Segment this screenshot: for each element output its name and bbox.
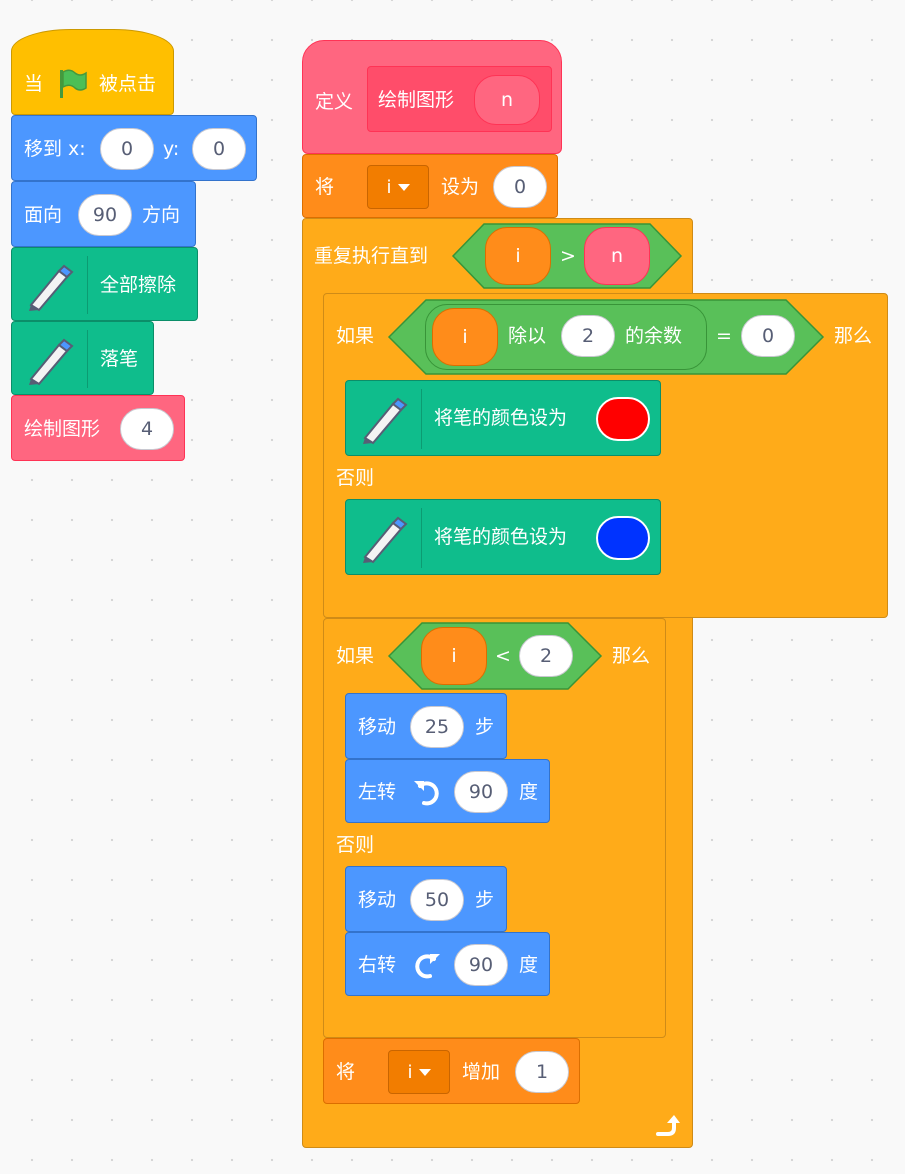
set-label: 将 bbox=[315, 176, 335, 198]
change-value-input[interactable]: 1 bbox=[515, 1051, 569, 1093]
turn-right-block[interactable]: 右转 90 度 bbox=[345, 932, 550, 996]
shape-arg-input[interactable]: 4 bbox=[120, 408, 174, 450]
y-label: y: bbox=[163, 138, 180, 160]
direction-input[interactable]: 90 bbox=[78, 194, 132, 236]
define-label: 定义 bbox=[315, 91, 354, 113]
degrees-label: 度 bbox=[519, 781, 539, 803]
move-label: 移动 bbox=[358, 889, 397, 911]
steps-label: 步 bbox=[475, 889, 495, 911]
steps-input[interactable]: 25 bbox=[410, 706, 464, 748]
turn-left-label: 左转 bbox=[358, 781, 397, 803]
green-flag-icon bbox=[60, 69, 87, 98]
go-to-xy-block[interactable]: 移到 x: 0 y: 0 bbox=[11, 115, 257, 181]
turn-right-label: 右转 bbox=[358, 954, 397, 976]
if-label: 如果 bbox=[336, 645, 375, 667]
then-label: 那么 bbox=[834, 325, 873, 347]
repeat-until-label: 重复执行直到 bbox=[314, 245, 429, 267]
degrees-input[interactable]: 90 bbox=[454, 944, 508, 986]
erase-all-label: 全部擦除 bbox=[100, 274, 177, 296]
pen-icon bbox=[363, 516, 408, 564]
change-by-label: 增加 bbox=[462, 1061, 501, 1083]
variable-dropdown[interactable]: i bbox=[367, 165, 429, 209]
greater-than-symbol: > bbox=[560, 245, 576, 267]
param-n-reporter[interactable]: n bbox=[584, 227, 650, 285]
move-steps-block[interactable]: 移动 50 步 bbox=[345, 866, 507, 932]
y-input[interactable]: 0 bbox=[192, 128, 246, 170]
set-pen-color-label: 将笔的颜色设为 bbox=[434, 526, 568, 548]
goto-label: 移到 x: bbox=[24, 138, 86, 160]
less-than-rhs-input[interactable]: 2 bbox=[519, 635, 573, 677]
var-i-reporter[interactable]: i bbox=[421, 627, 487, 685]
change-label: 将 bbox=[336, 1061, 356, 1083]
dropdown-caret-icon bbox=[397, 183, 410, 191]
pen-divider bbox=[87, 330, 88, 388]
call-draw-shape-block[interactable]: 绘制图形 4 bbox=[11, 395, 185, 461]
divisor-input[interactable]: 2 bbox=[561, 315, 615, 357]
equals-symbol: = bbox=[716, 325, 732, 347]
pen-divider bbox=[87, 256, 88, 314]
variable-name: i bbox=[386, 176, 392, 198]
variable-dropdown[interactable]: i bbox=[388, 1050, 450, 1094]
degrees-input[interactable]: 90 bbox=[454, 771, 508, 813]
prototype-block[interactable]: 绘制图形 n bbox=[367, 66, 552, 132]
if-label: 如果 bbox=[336, 325, 375, 347]
erase-all-block[interactable]: 全部擦除 bbox=[11, 247, 198, 321]
pen-down-label: 落笔 bbox=[100, 348, 139, 370]
change-variable-block[interactable]: 将 i 增加 1 bbox=[323, 1038, 580, 1104]
steps-input[interactable]: 50 bbox=[410, 879, 464, 921]
set-pen-color-blue-block[interactable]: 将笔的颜色设为 bbox=[345, 499, 661, 575]
procedure-name: 绘制图形 bbox=[378, 89, 455, 111]
remainder-label: 的余数 bbox=[625, 325, 683, 347]
pen-divider bbox=[421, 389, 422, 449]
set-value-input[interactable]: 0 bbox=[493, 166, 547, 208]
pen-icon bbox=[363, 397, 408, 445]
less-than-symbol: < bbox=[495, 645, 511, 667]
pen-down-block[interactable]: 落笔 bbox=[11, 321, 154, 395]
pen-icon bbox=[29, 338, 74, 386]
color-swatch-red[interactable] bbox=[596, 397, 650, 441]
equals-rhs-input[interactable]: 0 bbox=[741, 315, 795, 357]
steps-label: 步 bbox=[475, 716, 495, 738]
then-label: 那么 bbox=[612, 645, 651, 667]
color-swatch-blue[interactable] bbox=[596, 516, 650, 560]
point-label: 面向 bbox=[24, 204, 63, 226]
x-input[interactable]: 0 bbox=[100, 128, 154, 170]
dropdown-caret-icon bbox=[418, 1068, 431, 1076]
turn-left-block[interactable]: 左转 90 度 bbox=[345, 759, 550, 823]
param-n[interactable]: n bbox=[474, 75, 540, 125]
pen-divider bbox=[421, 508, 422, 568]
else-label: 否则 bbox=[336, 467, 375, 489]
call-label: 绘制图形 bbox=[24, 418, 101, 440]
rotate-right-icon bbox=[415, 954, 440, 979]
variable-name: i bbox=[407, 1061, 413, 1083]
set-pen-color-label: 将笔的颜色设为 bbox=[434, 407, 568, 429]
move-steps-block[interactable]: 移动 25 步 bbox=[345, 693, 507, 759]
var-i-reporter[interactable]: i bbox=[432, 308, 498, 366]
rotate-left-icon bbox=[414, 781, 439, 806]
clicked-label: 被点击 bbox=[99, 73, 157, 95]
mod-label: 除以 bbox=[508, 325, 547, 347]
loop-arrow-icon bbox=[656, 1115, 680, 1136]
set-pen-color-red-block[interactable]: 将笔的颜色设为 bbox=[345, 380, 661, 456]
else-label: 否则 bbox=[336, 834, 375, 856]
when-label: 当 bbox=[24, 73, 44, 95]
point-in-direction-block[interactable]: 面向 90 方向 bbox=[11, 181, 196, 247]
var-i-reporter[interactable]: i bbox=[485, 227, 551, 285]
pen-icon bbox=[29, 264, 74, 312]
move-label: 移动 bbox=[358, 716, 397, 738]
when-flag-clicked-block[interactable]: 当 被点击 bbox=[11, 29, 174, 115]
direction-label: 方向 bbox=[142, 204, 181, 226]
set-variable-block[interactable]: 将 i 设为 0 bbox=[302, 154, 558, 218]
degrees-label: 度 bbox=[519, 954, 539, 976]
set-to-label: 设为 bbox=[441, 176, 480, 198]
define-block[interactable]: 定义 绘制图形 n bbox=[302, 40, 562, 154]
